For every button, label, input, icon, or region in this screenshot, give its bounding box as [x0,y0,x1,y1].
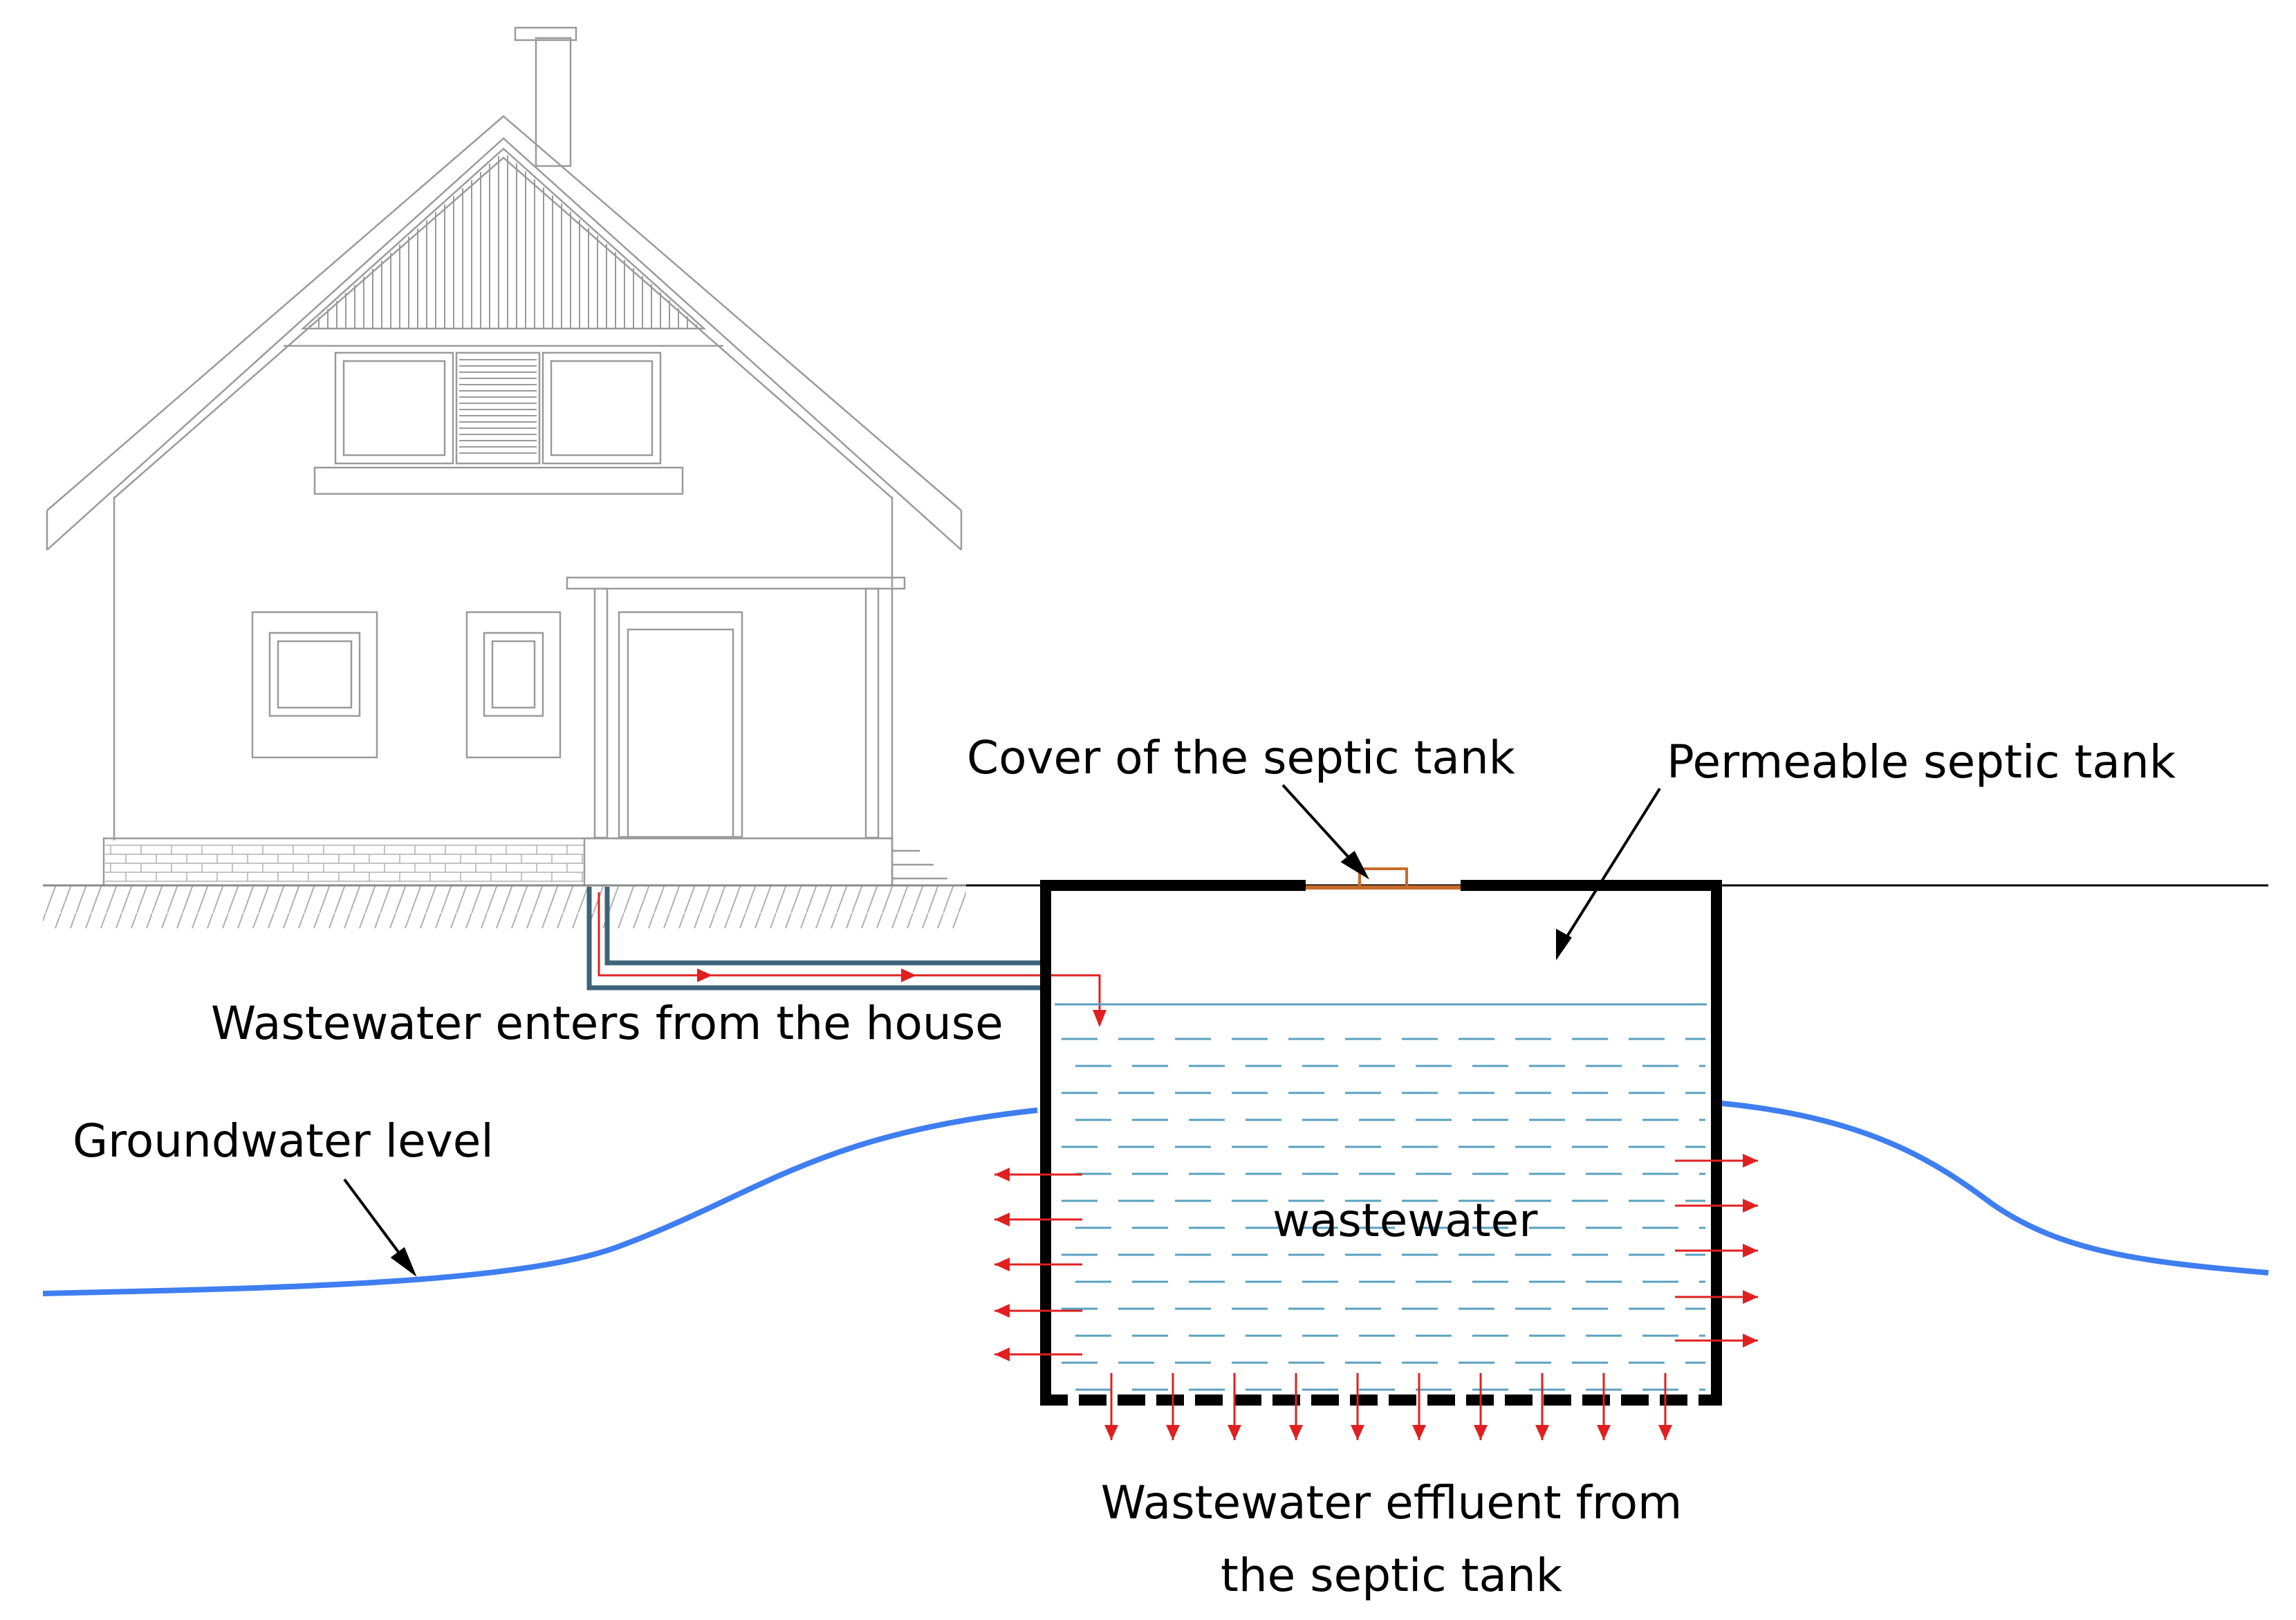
upper-shutter [455,351,541,465]
pointer-arrows [343,784,1661,1277]
lower-window-right [465,611,562,759]
wastewater-fill-lines [1062,1038,1705,1391]
brick-plinth [105,845,584,882]
inlet-arrow-head [1093,1010,1107,1027]
bottom-seepage-arrow-head [1228,1425,1241,1440]
right-seepage-arrow-head [1743,1154,1758,1168]
label-effluent-line1: Wastewater effluent from [1101,1476,1683,1529]
house-drawing [46,26,963,887]
bottom-seepage-arrow-head [1597,1425,1611,1440]
right-seepage-arrow-head [1743,1290,1758,1304]
shutter-slats [459,359,537,454]
bottom-seepage-arrow-head [1474,1425,1488,1440]
gable-hatch [309,155,697,328]
door [618,611,743,838]
porch-roof [566,576,906,590]
inlet-flow-arrows [650,968,1107,1027]
upper-window-right [541,351,662,465]
bottom-seepage-arrow-head [1351,1425,1364,1440]
bottom-seepage-arrow-head [1104,1425,1118,1440]
inlet-arrow-head [697,968,712,982]
label-wastewater-inlet: Wastewater enters from the house [211,997,1003,1050]
seepage-arrows [994,1154,1758,1440]
tank-cover [1306,867,1461,890]
ground-hatch [43,885,966,928]
lower-window-left [251,611,378,759]
left-seepage-arrow-head [994,1213,1010,1226]
bottom-seepage-arrow-head [1535,1425,1549,1440]
bottom-seepage-arrow-head [1289,1425,1303,1440]
chimney [535,37,572,167]
left-seepage-arrow-head [994,1258,1010,1271]
bottom-seepage-arrow-head [1412,1425,1426,1440]
right-seepage-arrow-head [1743,1334,1758,1347]
upper-window-left [334,351,454,465]
label-permeable-septic-tank: Permeable septic tank [1667,735,2176,789]
groundwater-line-right [1720,1101,2269,1276]
label-effluent-line2: the septic tank [1221,1549,1563,1602]
left-seepage-arrow-head [994,1168,1010,1181]
label-tank-cover: Cover of the septic tank [967,731,1516,784]
inlet-arrow-head [901,968,916,982]
groundwater-line-left [42,1107,1038,1296]
right-seepage-arrow-head [1743,1244,1758,1258]
left-seepage-arrow-head [994,1347,1010,1361]
label-wastewater: wastewater [1272,1194,1538,1247]
bottom-seepage-arrow-head [1658,1425,1672,1440]
gable-vents [300,147,707,330]
bottom-seepage-arrow-head [1166,1425,1180,1440]
septic-tank-walls [1040,880,1722,1404]
left-seepage-arrow-head [994,1304,1010,1318]
right-seepage-arrow-head [1743,1199,1758,1213]
roof [46,115,962,511]
label-groundwater-level: Groundwater level [73,1114,494,1168]
